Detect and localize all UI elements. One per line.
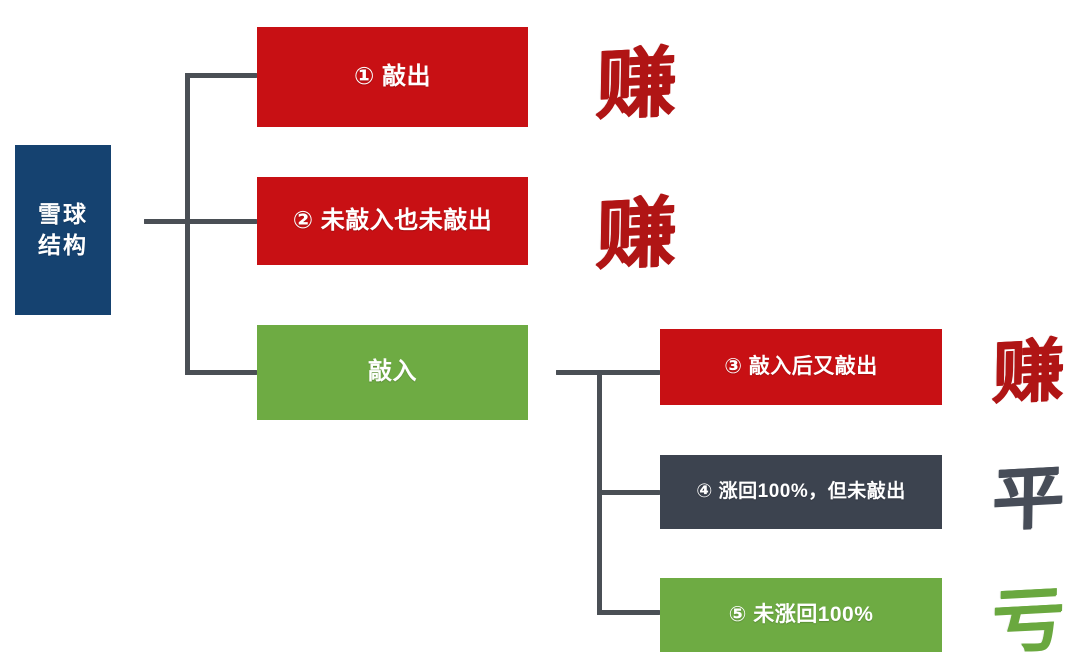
node-branch-2-no-knock-in-no-knock-out[interactable]: ② 未敲入也未敲出	[257, 177, 528, 265]
outcome-glyph-branch-1-earn: 赚	[588, 33, 684, 130]
connector-bracket-2-stub-1	[597, 370, 660, 375]
node-root-snowball-structure[interactable]: 雪球 结构	[15, 145, 111, 315]
node-branch-1-label: ① 敲出	[354, 62, 431, 90]
node-root-label-line1: 雪球	[38, 200, 88, 227]
outcome-glyph-branch-2-text: 赚	[594, 186, 677, 281]
node-branch-2-label: ② 未敲入也未敲出	[292, 206, 493, 234]
outcome-glyph-branch-3-1-earn: 赚	[986, 325, 1070, 414]
outcome-glyph-branch-3-3-text: 亏	[991, 578, 1065, 663]
node-branch-3-knock-in[interactable]: 敲入	[257, 325, 528, 420]
node-branch-3-3-not-recovered-100[interactable]: ⑤ 未涨回100%	[660, 578, 942, 652]
node-branch-3-1-label: ③ 敲入后又敲出	[724, 354, 878, 378]
connector-bracket-1-stub-1	[185, 73, 257, 78]
connector-knockin-stem	[556, 370, 602, 375]
outcome-glyph-branch-2-earn: 赚	[588, 183, 684, 280]
node-branch-3-1-knock-in-then-knock-out[interactable]: ③ 敲入后又敲出	[660, 329, 942, 405]
outcome-glyph-branch-3-1-text: 赚	[991, 329, 1065, 414]
node-branch-3-3-label: ⑤ 未涨回100%	[728, 602, 874, 626]
connector-bracket-2-stub-2	[597, 490, 660, 495]
connector-bracket-1-spine	[185, 73, 190, 375]
node-branch-3-label: 敲入	[368, 358, 417, 386]
outcome-glyph-branch-3-2-break-even: 平	[986, 452, 1070, 541]
outcome-glyph-branch-3-3-loss: 亏	[986, 574, 1070, 663]
connector-bracket-2-stub-3	[597, 610, 660, 615]
connector-root-stem	[144, 219, 190, 224]
connector-bracket-1-stub-3	[185, 370, 257, 375]
outcome-glyph-branch-3-2-text: 平	[991, 456, 1065, 541]
node-branch-3-2-recovered-100-no-knock-out[interactable]: ④ 涨回100%，但未敲出	[660, 455, 942, 529]
node-branch-1-knock-out[interactable]: ① 敲出	[257, 27, 528, 127]
node-branch-3-2-label: ④ 涨回100%，但未敲出	[696, 481, 906, 503]
outcome-glyph-branch-1-text: 赚	[594, 36, 677, 131]
connector-bracket-1-stub-2	[185, 219, 257, 224]
node-root-label-line2: 结构	[38, 232, 88, 258]
